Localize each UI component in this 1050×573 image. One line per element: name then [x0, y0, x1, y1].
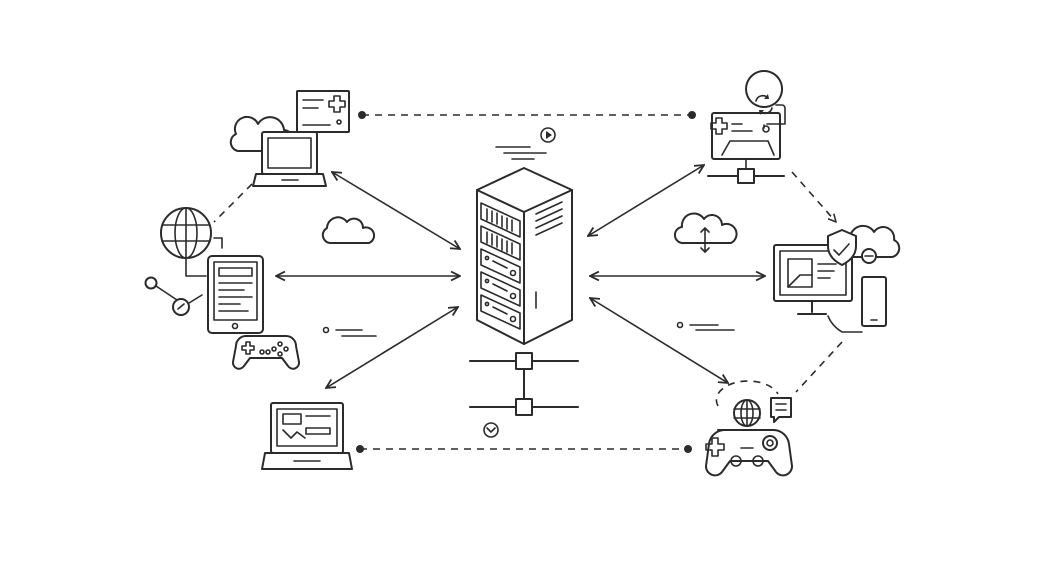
gamepad-icon [231, 335, 301, 370]
smartphone-icon [861, 276, 887, 327]
document-card-icon [296, 90, 350, 133]
gamepad-icon [704, 429, 794, 477]
dashed-bottom-start-dot [356, 445, 364, 453]
laptop-icon [252, 131, 327, 187]
connection-arrows [276, 165, 765, 388]
play-icon [540, 127, 556, 143]
globe-tablet-link [213, 237, 223, 249]
server-rack-icon [476, 167, 573, 345]
laptop-icon [261, 402, 353, 470]
dashed-top-end-dot [688, 111, 696, 119]
globe-tablet-link-2 [185, 258, 207, 277]
chevron-down-icon [483, 422, 499, 438]
arrow-top-right [588, 165, 704, 236]
speed-lines [322, 326, 377, 337]
shield-check-icon [827, 229, 857, 266]
dashed-right-diag-top [791, 171, 836, 222]
speed-lines [676, 321, 735, 331]
cloud-icon [321, 216, 376, 244]
dashed-bottom-end-dot [684, 445, 692, 453]
arrow-bottom-right [590, 298, 728, 383]
chat-bubble-icon [770, 397, 792, 423]
dashed-right-diag-bottom [795, 341, 843, 393]
globe-icon [160, 207, 212, 259]
arrow-top-left [332, 172, 460, 249]
cloud-sync-icon [673, 212, 738, 253]
monitor-icon [707, 112, 785, 184]
network-bus [469, 352, 579, 416]
tablet-icon [207, 255, 264, 334]
dashed-connectors [213, 111, 843, 453]
globe-icon [715, 380, 779, 427]
refresh-icon [745, 70, 786, 133]
dashed-top-start-dot [358, 111, 366, 119]
arrow-bottom-left [326, 307, 458, 388]
dashed-left-diag [213, 183, 253, 223]
node-link-icon [144, 276, 203, 316]
speed-lines [495, 146, 547, 160]
